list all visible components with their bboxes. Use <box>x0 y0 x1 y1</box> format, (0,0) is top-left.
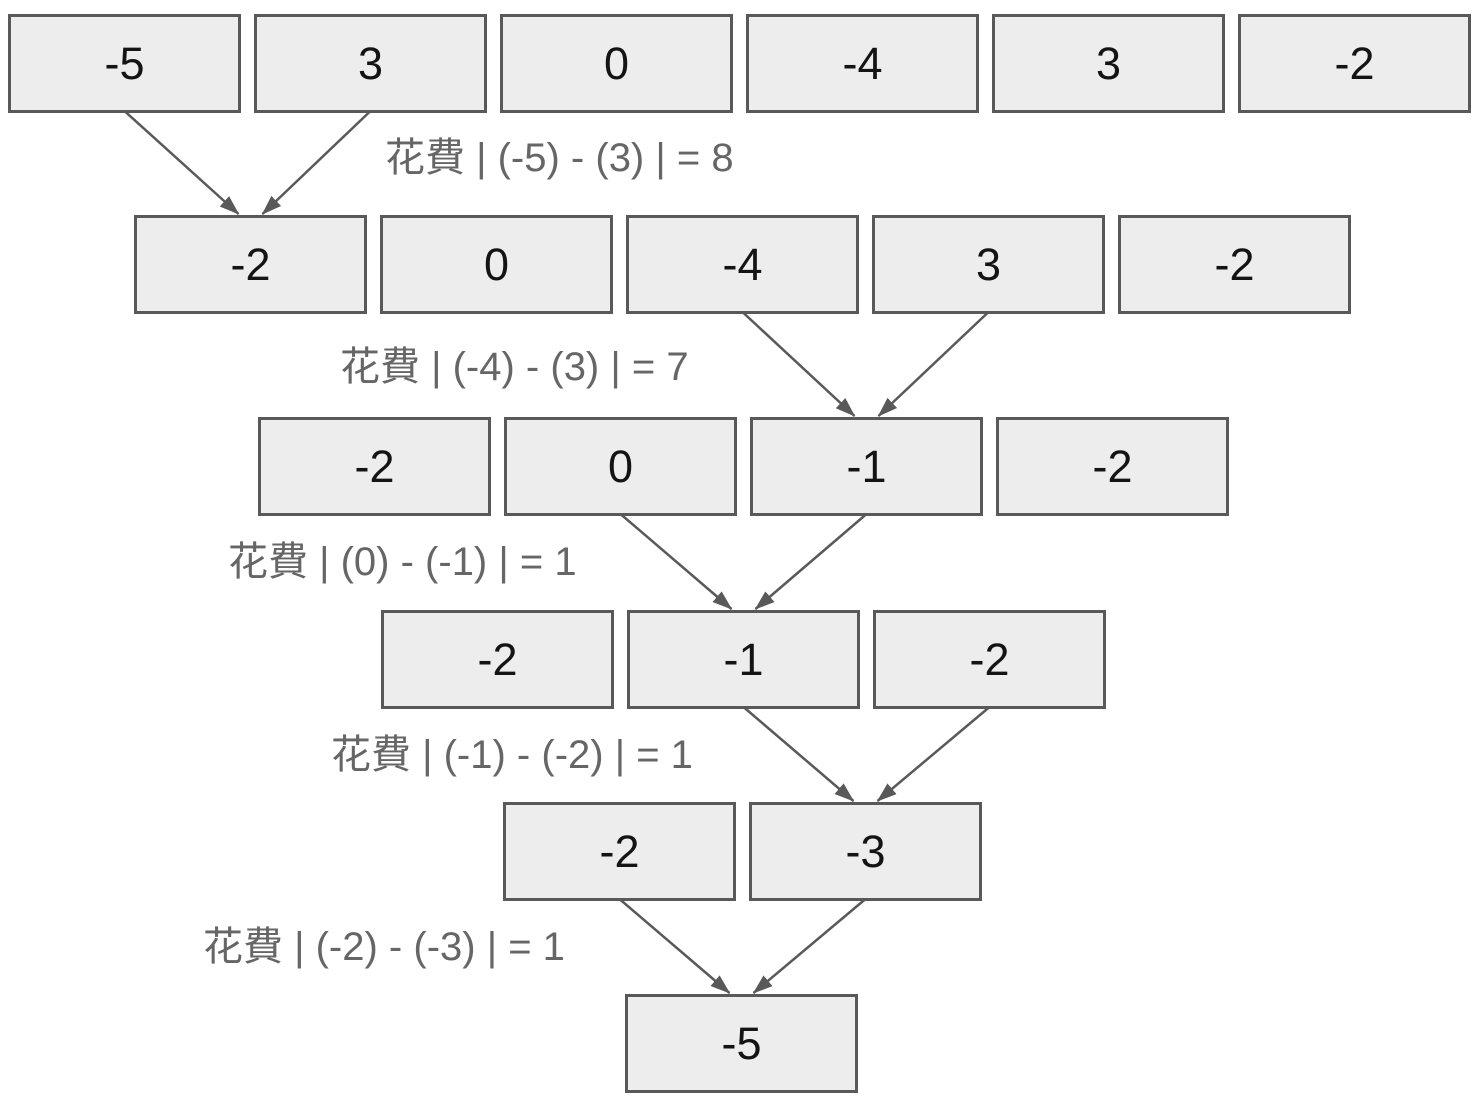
merge-arrow-2-2 <box>877 311 990 417</box>
array-cell-r6-c1: -5 <box>625 994 858 1093</box>
merge-arrow-3-1 <box>619 513 733 610</box>
merge-arrow-5-1 <box>618 898 731 994</box>
array-cell-r1-c2: 3 <box>254 14 487 113</box>
array-cell-r5-c1: -2 <box>503 802 736 901</box>
cost-label-2: 花費 | (-4) - (3) | = 7 <box>340 345 689 389</box>
array-cell-r1-c1: -5 <box>8 14 241 113</box>
array-cell-r1-c6: -2 <box>1238 14 1471 113</box>
array-cell-r4-c3: -2 <box>873 610 1106 709</box>
array-cell-r3-c4: -2 <box>996 417 1229 516</box>
array-cell-r2-c4: 3 <box>872 215 1105 314</box>
merge-arrow-5-2 <box>752 898 867 994</box>
array-cell-r1-c4: -4 <box>746 14 979 113</box>
array-cell-r1-c3: 0 <box>500 14 733 113</box>
array-cell-r2-c3: -4 <box>626 215 859 314</box>
array-cell-r5-c2: -3 <box>749 802 982 901</box>
array-cell-r1-c5: 3 <box>992 14 1225 113</box>
array-cell-r4-c2: -1 <box>627 610 860 709</box>
array-cell-r3-c3: -1 <box>750 417 983 516</box>
merge-arrow-4-2 <box>876 706 991 802</box>
array-cell-r3-c2: 0 <box>504 417 737 516</box>
array-cell-r2-c2: 0 <box>380 215 613 314</box>
cost-label-1: 花費 | (-5) - (3) | = 8 <box>385 136 734 180</box>
merge-arrow-2-1 <box>741 311 856 417</box>
merge-arrow-1-2 <box>261 110 372 215</box>
merge-arrow-3-2 <box>754 513 868 610</box>
array-cell-r3-c1: -2 <box>258 417 491 516</box>
cost-label-5: 花費 | (-2) - (-3) | = 1 <box>203 925 565 969</box>
merge-arrow-4-1 <box>742 706 855 802</box>
cost-label-4: 花費 | (-1) - (-2) | = 1 <box>331 733 693 777</box>
merge-arrow-1-1 <box>123 110 240 215</box>
array-cell-r2-c5: -2 <box>1118 215 1351 314</box>
array-cell-r2-c1: -2 <box>134 215 367 314</box>
array-cell-r4-c1: -2 <box>381 610 614 709</box>
cost-label-3: 花費 | (0) - (-1) | = 1 <box>228 540 577 584</box>
